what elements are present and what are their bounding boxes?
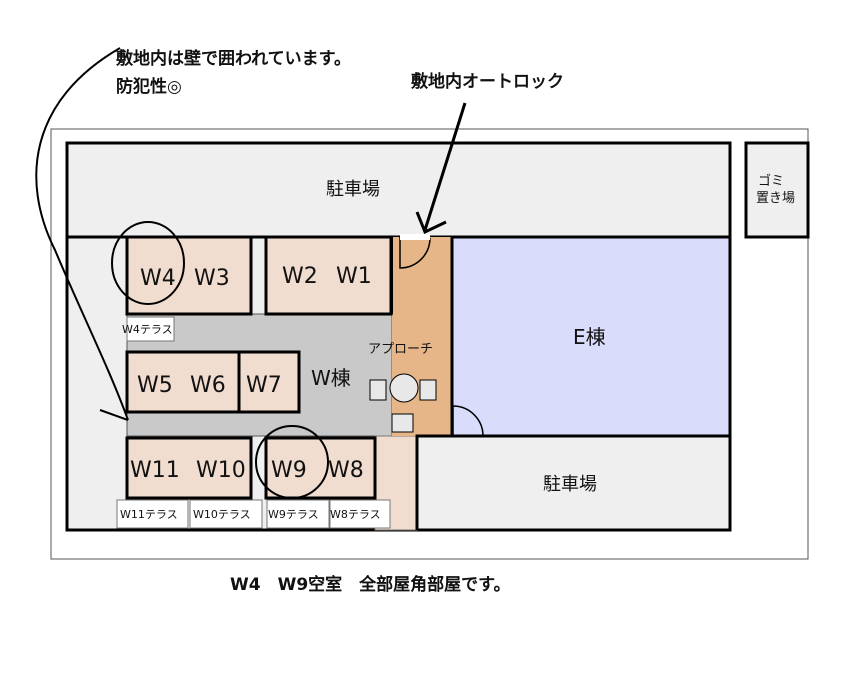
door-top [399, 237, 431, 269]
unit-label-w7: W7 [246, 373, 282, 398]
autolock-arrowhead [415, 211, 447, 235]
e-building-label: E棟 [573, 325, 606, 349]
terrace-w11 [116, 499, 189, 529]
terrace-w9 [266, 499, 330, 529]
wall-note-line1: 敷地内は壁で囲われています。 [116, 48, 351, 69]
unit-label-w3: W3 [194, 266, 230, 291]
e-building [450, 235, 732, 438]
autolock-note: 敷地内オートロック [411, 71, 564, 92]
garbage-label-line1: ゴミ [758, 173, 784, 189]
door-top-gap [400, 234, 430, 240]
w-building-label: W棟 [311, 366, 351, 390]
unit-w7 [237, 350, 301, 414]
door-lower [452, 405, 484, 437]
vacancy-circle-w9 [255, 425, 329, 499]
unit-label-w6: W6 [190, 373, 226, 398]
unit-w2-w1 [264, 235, 393, 316]
unit-label-w11: W11 [130, 458, 180, 483]
unit-label-w10: W10 [196, 458, 246, 483]
terrace-w8 [329, 499, 391, 529]
terrace-label-w9: W9テラス [268, 508, 319, 521]
unit-label-w2: W2 [282, 264, 318, 289]
chair-right [419, 379, 437, 401]
unit-w4-w3 [125, 235, 253, 316]
parking-divider-bottom [415, 434, 730, 530]
unit-label-w4: W4 [140, 266, 176, 291]
unit-w11-w10 [125, 436, 253, 500]
wall-note-arrow [35, 47, 129, 421]
chair-bottom [391, 413, 414, 433]
terrace-label-w10: W10テラス [193, 508, 251, 521]
terrace-label-w8: W8テラス [330, 508, 381, 521]
parking-top-label: 駐車場 [326, 179, 380, 200]
terrace-label-w4: W4テラス [122, 323, 173, 336]
table [389, 373, 419, 403]
approach-label: アプローチ [368, 342, 433, 357]
garbage-area [744, 141, 810, 239]
unit-label-w1: W1 [336, 264, 372, 289]
terrace-label-w11: W11テラス [120, 508, 178, 521]
bottom-note: W4 W9空室 全部屋角部屋です。 [230, 574, 510, 595]
vacancy-circle-w4 [111, 221, 185, 305]
autolock-arrow [423, 102, 467, 231]
terrace-w4 [126, 316, 175, 342]
unit-label-w5: W5 [137, 373, 173, 398]
chair-left [369, 379, 387, 401]
terrace-w10 [189, 499, 263, 529]
unit-w5-w6 [125, 350, 241, 414]
unit-label-w9: W9 [271, 458, 307, 483]
wall-note-arrowhead [99, 409, 129, 421]
unit-w9-w8 [264, 436, 377, 500]
garbage-label-line2: 置き場 [756, 191, 795, 206]
wall-note-line2: 防犯性◎ [116, 76, 182, 97]
parking-bottom-label: 駐車場 [543, 474, 597, 495]
unit-label-w8: W8 [328, 458, 364, 483]
